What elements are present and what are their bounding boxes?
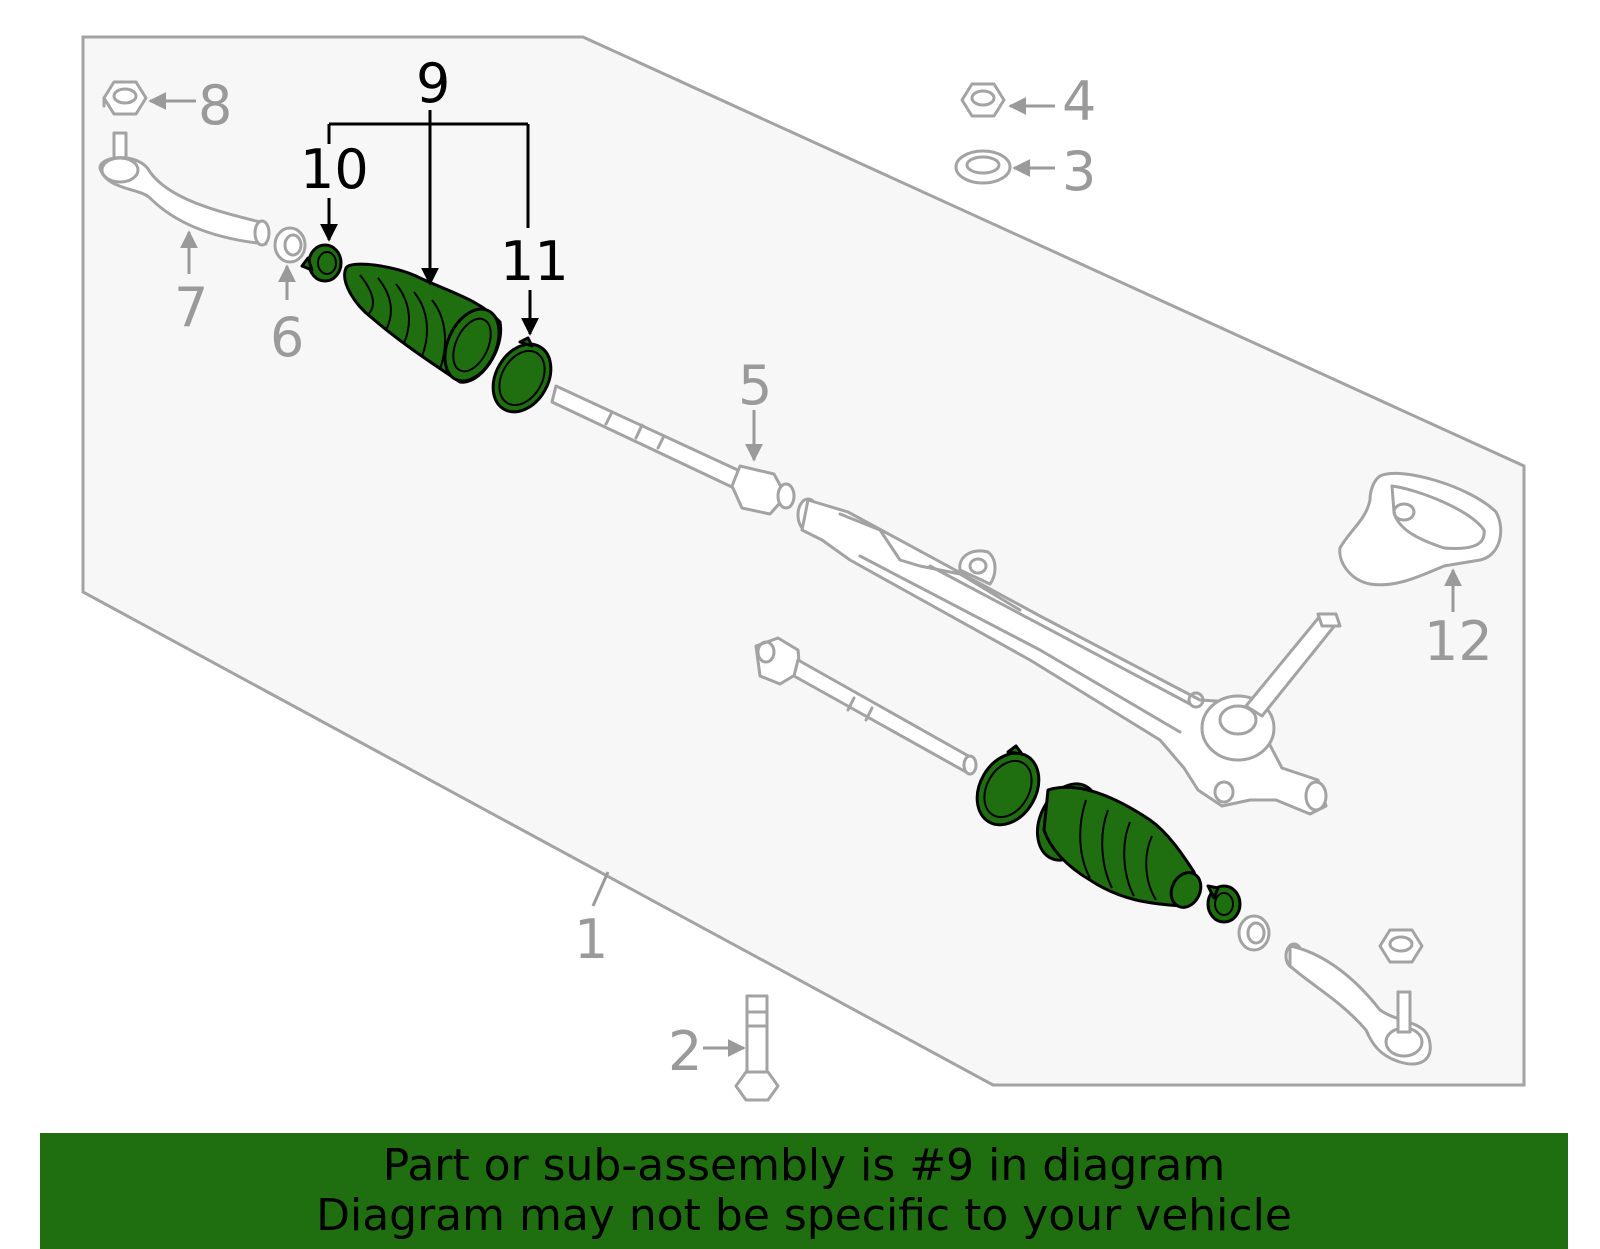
callout-5: 5 (738, 354, 772, 417)
callout-1: 1 (574, 908, 608, 971)
grommet-icon (1338, 471, 1503, 587)
nut-right-icon (1378, 928, 1424, 964)
tie-rod-end-right-icon (1284, 942, 1432, 1066)
part-info-banner: Part or sub-assembly is #9 in diagram Di… (40, 1133, 1568, 1249)
nut-4-icon (960, 82, 1006, 118)
callout-6: 6 (270, 306, 304, 369)
callout-4: 4 (1062, 70, 1096, 133)
nut-8-icon (102, 80, 148, 116)
callout-7: 7 (174, 276, 208, 339)
banner-line-disclaimer: Diagram may not be specific to your vehi… (316, 1190, 1292, 1241)
callout-12: 12 (1424, 610, 1493, 673)
bushing-left-icon (273, 226, 307, 264)
callout-8: 8 (198, 74, 232, 137)
clamp-ring-right-icon (975, 744, 1041, 827)
leader-lines (148, 92, 1462, 1057)
inner-tie-rod-right-icon (754, 636, 978, 776)
banner-line-part: Part or sub-assembly is #9 in diagram (382, 1140, 1226, 1191)
bolt-2-icon (734, 994, 780, 1102)
rack-housing-icon (796, 497, 1342, 816)
boot-right-icon (1036, 782, 1203, 909)
callout-11: 11 (500, 230, 569, 293)
tie-rod-end-left-icon (98, 131, 271, 247)
washer-3-icon (954, 149, 1012, 185)
callout-10: 10 (300, 138, 369, 201)
clamp-left-icon (300, 243, 343, 283)
clamp-right-icon (1206, 884, 1242, 924)
inner-tie-rod-left-icon (550, 384, 796, 516)
callout-9: 9 (416, 52, 450, 115)
callout-3: 3 (1062, 140, 1096, 203)
callout-2: 2 (668, 1020, 702, 1083)
boot-left-icon (343, 262, 503, 384)
leader-lines-highlight (320, 110, 539, 336)
bushing-right-icon (1237, 914, 1271, 952)
clamp-ring-left-icon (491, 336, 553, 414)
